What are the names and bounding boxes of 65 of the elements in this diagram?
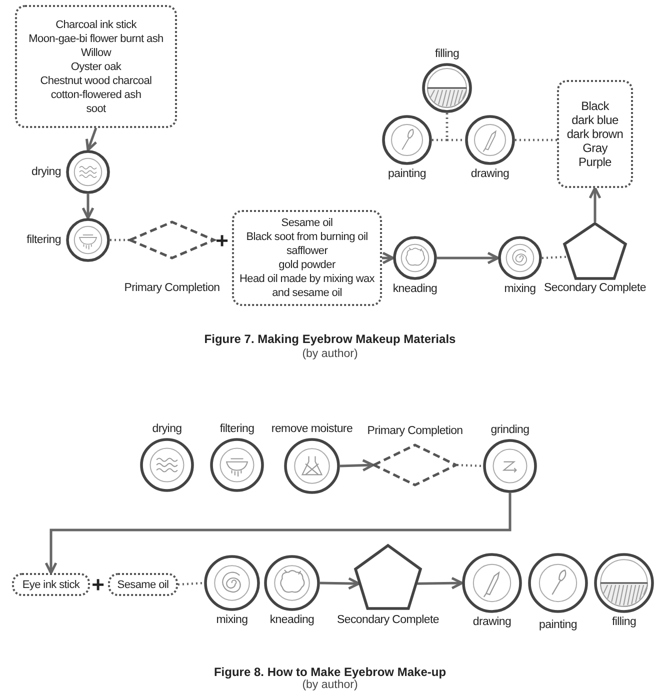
step-label: remove moisture	[271, 422, 353, 436]
dotted-line	[110, 238, 129, 242]
arrow	[437, 252, 500, 264]
step-label: drying	[31, 165, 61, 179]
list-box	[12, 573, 90, 596]
step-label: filtering	[26, 233, 61, 247]
arrow	[82, 194, 94, 220]
step-label: Primary Completion	[367, 424, 463, 438]
step-label: drying	[152, 422, 182, 436]
list-item: dark blue	[572, 113, 618, 127]
list-item: Black soot from burning oil	[246, 230, 368, 244]
list-item: Black	[581, 99, 609, 113]
arrow	[417, 576, 464, 590]
list-item: Sesame oil	[117, 578, 169, 592]
arrow	[382, 252, 394, 264]
step-label: Primary Completion	[124, 281, 220, 295]
list-item: soot	[86, 102, 106, 116]
list-box	[232, 210, 382, 306]
arrow	[320, 577, 360, 590]
list-item: Head oil made by mixing wax and sesame oil	[239, 272, 375, 300]
plus-sign: +	[216, 228, 228, 254]
dotted-line	[446, 113, 465, 142]
list-item: Sesame oil	[281, 216, 333, 230]
step-label: Secondary Complete	[544, 281, 646, 295]
step-label: painting	[539, 618, 577, 632]
plus-sign: +	[92, 572, 104, 598]
dotted-line	[542, 256, 568, 260]
caption-credit: (by author)	[302, 679, 358, 691]
step-label: mixing	[504, 282, 536, 296]
dotted-line	[515, 138, 557, 142]
dotted-line	[178, 582, 204, 586]
step-label: grinding	[490, 423, 530, 437]
step-label: filling	[612, 615, 636, 629]
step-label: kneading	[392, 282, 438, 296]
list-item: Willow	[81, 46, 111, 60]
list-item: gold powder	[278, 258, 336, 272]
step-label: Secondary Complete	[337, 613, 439, 627]
figure-caption: Figure 8. How to Make Eyebrow Make-up	[214, 665, 446, 679]
figure-caption: Figure 7. Making Eyebrow Makeup Materials	[204, 332, 456, 346]
arrow	[588, 186, 602, 222]
step-label: mixing	[216, 613, 248, 627]
list-item: Eye ink stick	[22, 578, 80, 592]
arrow	[85, 128, 98, 152]
step-label: kneading	[270, 613, 314, 627]
list-item: Oyster oak	[70, 60, 122, 74]
list-item: Chestnut wood charcoal	[40, 74, 152, 88]
list-item: dark brown	[566, 127, 624, 141]
step-label: drawing	[472, 615, 512, 629]
arrow	[340, 459, 374, 472]
step-label: drawing	[470, 167, 510, 181]
step-label: filling	[434, 47, 460, 61]
step-label: painting	[388, 167, 426, 181]
list-item: safflower	[286, 244, 328, 258]
list-item: Charcoal ink stick	[56, 18, 136, 32]
list-item: cotton-flowered ash	[50, 88, 142, 102]
caption-credit: (by author)	[302, 348, 358, 360]
dotted-line	[456, 464, 484, 468]
list-item: Gray	[582, 141, 608, 155]
arrow	[44, 493, 512, 574]
list-box	[108, 573, 178, 596]
list-box	[557, 80, 633, 188]
list-item: Purple	[578, 155, 612, 169]
list-box	[15, 5, 177, 128]
step-label: filtering	[220, 422, 254, 436]
list-item: Moon-gae-bi flower burnt ash	[28, 32, 164, 46]
